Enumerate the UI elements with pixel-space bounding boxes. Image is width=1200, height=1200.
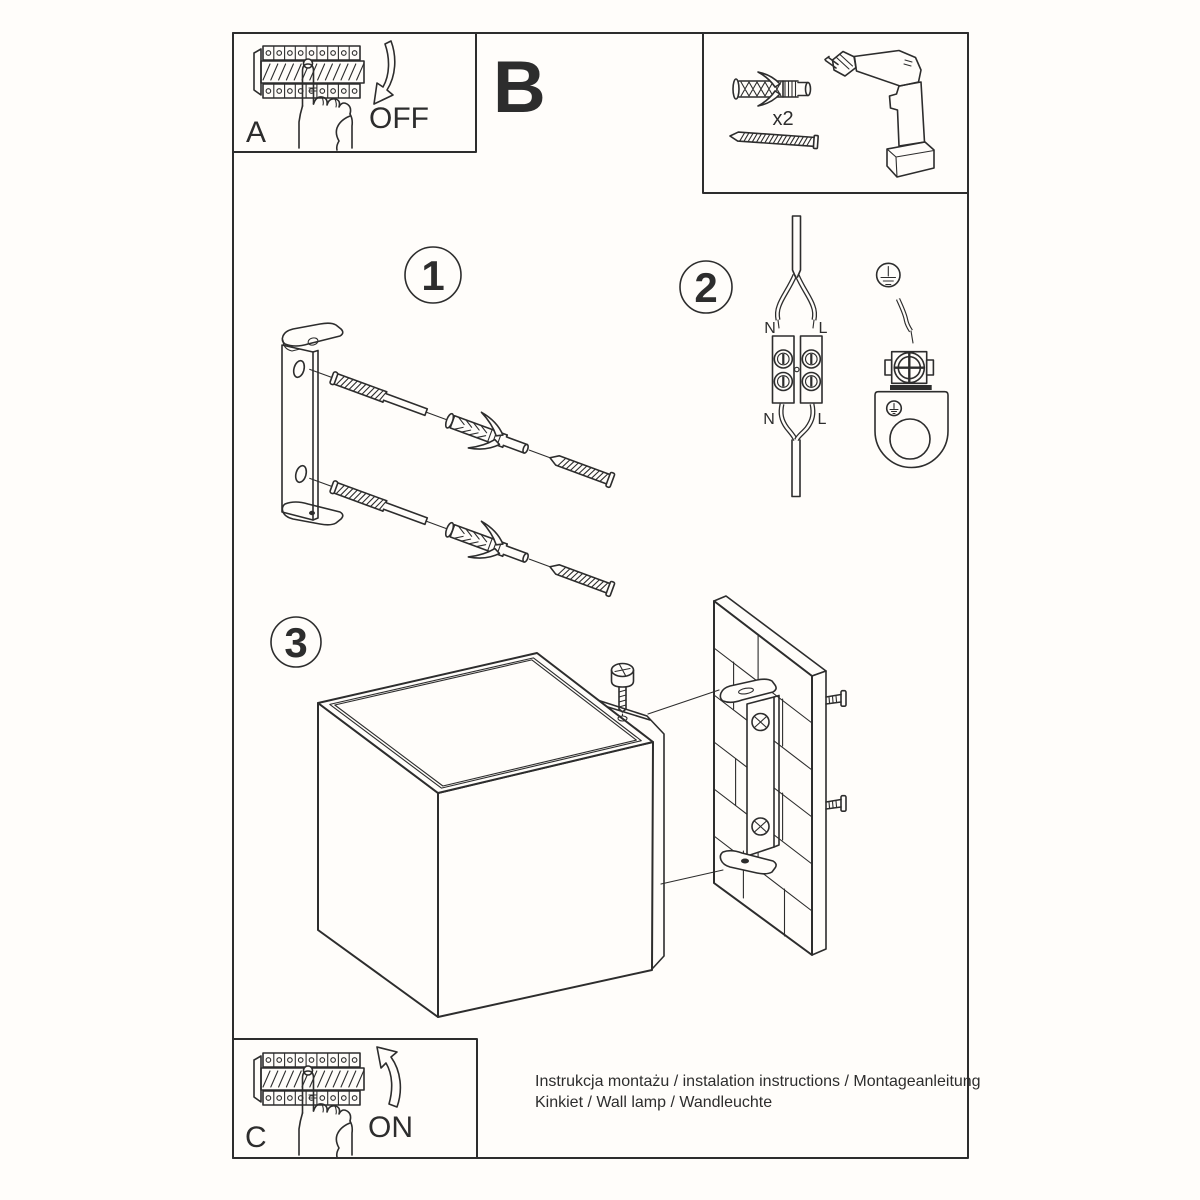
section-a-box [232,32,477,153]
wire-l-top-label: L [819,320,828,337]
circuit-breaker-panel [253,1052,365,1106]
arrow-up-icon [376,1046,402,1108]
screw [729,131,819,150]
power-off-section: OFF A [232,32,477,153]
wire-n-top-label: N [764,320,776,337]
anchor-count-label: x2 [772,108,793,130]
sheet-frame [232,32,969,1159]
step-2-diagram: 2 N L N L [679,215,949,498]
mounting-screw [610,662,635,722]
wall-screws [825,689,847,813]
earth-symbol-icon [875,262,901,288]
step-1-badge [404,246,462,304]
pointing-hand [298,1070,354,1158]
mounting-bracket [281,322,344,526]
ground-connector [874,350,949,469]
footer-line-1: Instrukcja montażu / instalation instruc… [535,1073,981,1090]
cube-lamp [317,652,654,1018]
off-label: OFF [369,102,429,135]
step-2-number: 2 [694,264,717,311]
wall-plug [732,71,812,107]
section-c-label: C [245,1121,267,1154]
footer-line-2: Kinkiet / Wall lamp / Wandleuchte [535,1094,772,1111]
section-c-box [232,1038,478,1159]
step-3-diagram: 3 [270,595,847,1018]
step-2-badge [679,260,733,314]
tools-section: x2 [702,32,969,194]
wire-l-bottom-label: L [818,411,827,428]
pointing-hand [298,63,354,151]
section-b-label: B [493,47,546,128]
step-1-number: 1 [421,252,444,299]
tools-box [702,32,969,194]
power-on-section: ON C [232,1038,478,1159]
step-3-number: 3 [284,619,307,666]
grounding [874,262,949,469]
screw-anchor-assembly [302,459,620,609]
alignment-guides [647,689,724,885]
on-label: ON [368,1111,413,1144]
arrow-down-icon [373,40,396,105]
wire-n-bottom-label: N [763,411,775,428]
step-3-badge [270,616,322,668]
circuit-breaker-panel [253,45,365,99]
wall-bracket [719,678,780,875]
terminal-block [771,335,823,404]
wiring: N L N L [763,215,828,498]
screw-anchor-assembly [302,350,620,500]
drill [824,49,935,178]
section-a-label: A [246,116,266,149]
step-1-diagram: 1 [281,246,620,609]
